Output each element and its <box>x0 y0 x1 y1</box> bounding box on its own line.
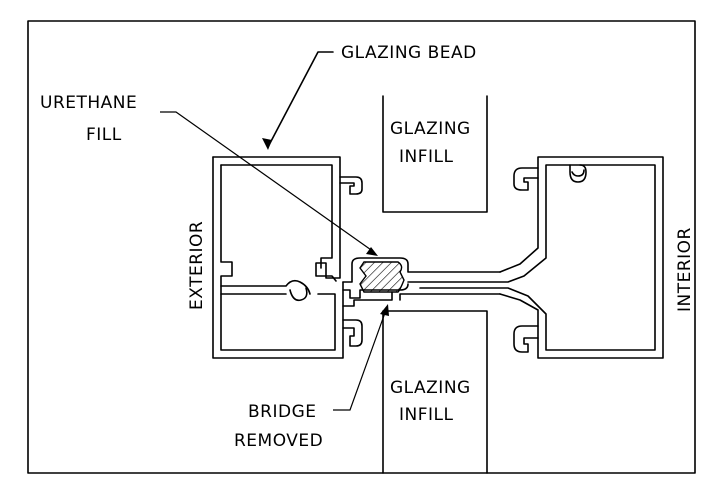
exterior-label: EXTERIOR <box>187 221 207 310</box>
glazing-bead-profile <box>212 156 363 282</box>
glazing-bead-leader <box>267 51 334 148</box>
glazing-infill-top-label-line2: INFILL <box>399 147 453 167</box>
drawing-border <box>27 20 696 474</box>
interior-frame-profile <box>407 156 664 359</box>
urethane-fill-label-line1: URETHANE <box>40 93 137 113</box>
glazing-bead-label: GLAZING BEAD <box>341 43 477 63</box>
glazing-infill-bottom-label-line1: GLAZING <box>390 378 471 398</box>
bridge-removed-arrowhead <box>380 304 389 316</box>
glazing-infill-bottom <box>382 310 488 474</box>
urethane-fill-arrowhead <box>366 247 378 256</box>
interior-label: INTERIOR <box>675 227 695 312</box>
bridge-removed-label-line2: REMOVED <box>234 431 323 451</box>
urethane-fill <box>359 261 405 293</box>
urethane-fill-leader <box>160 111 375 253</box>
exterior-frame-profile <box>212 156 363 359</box>
thermal-break-connector <box>342 257 501 307</box>
glazing-infill-bottom-label-line2: INFILL <box>399 405 453 425</box>
bridge-removed-leader <box>333 309 387 411</box>
glazing-infill-top-label-line1: GLAZING <box>390 119 471 139</box>
glazing-infill-top <box>382 95 488 213</box>
bridge-removed-label-line1: BRIDGE <box>248 402 317 422</box>
urethane-fill-label-line2: FILL <box>86 125 122 145</box>
glazing-bead-arrowhead <box>262 138 272 150</box>
